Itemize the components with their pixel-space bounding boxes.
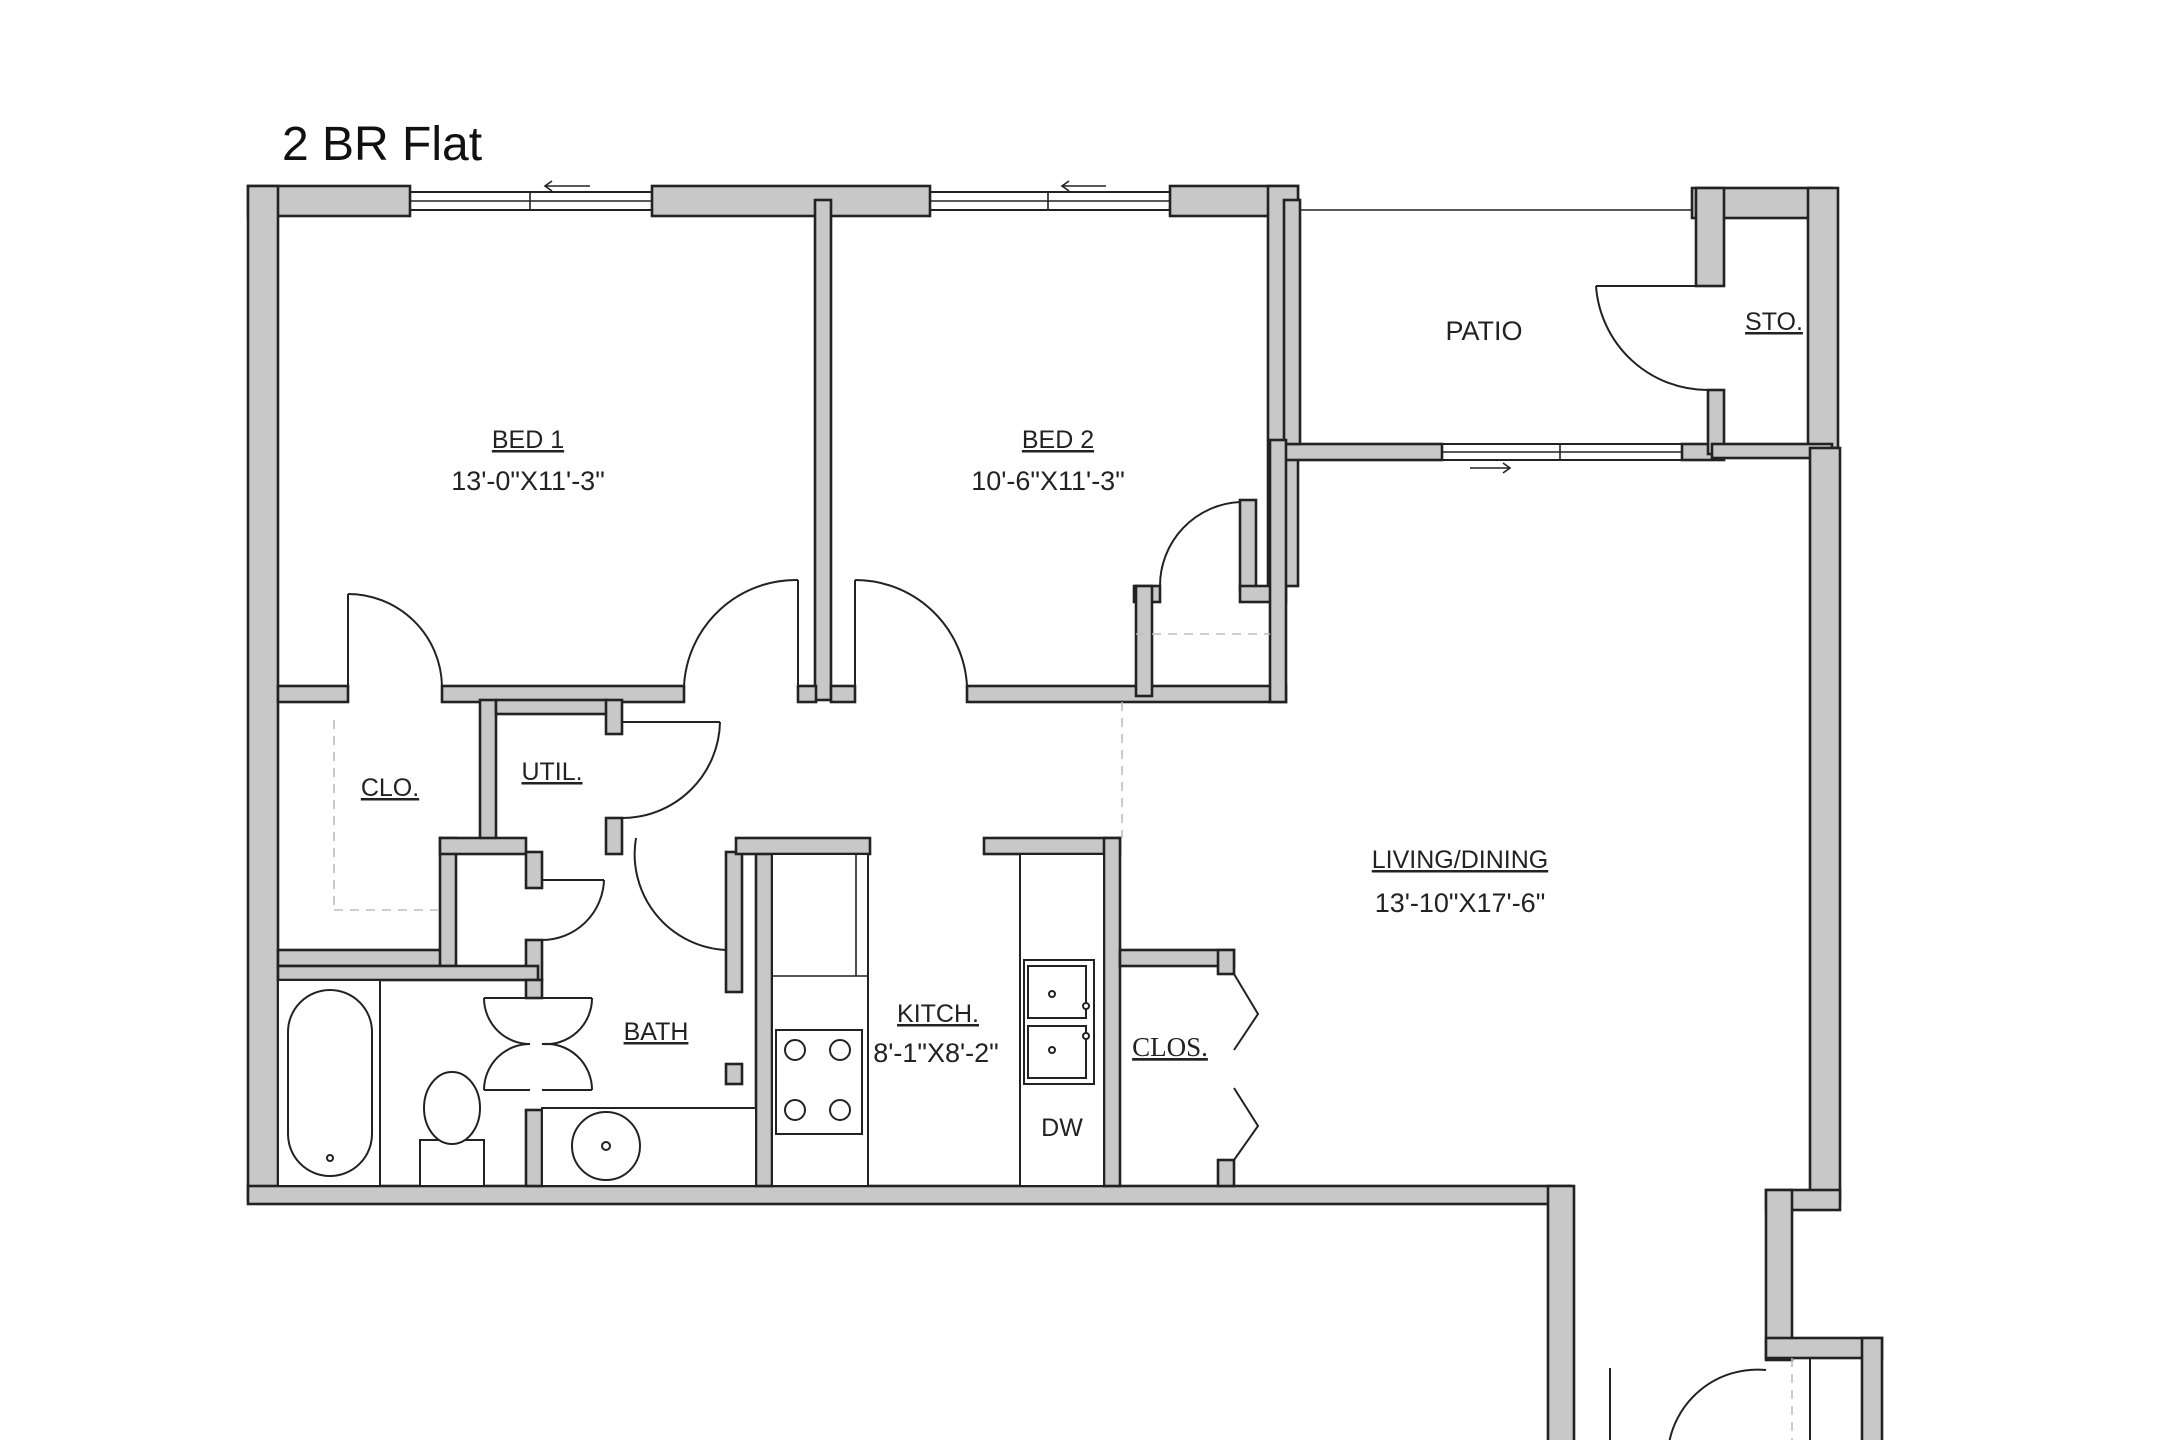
fixtures — [277, 853, 1105, 1187]
storage-label: STO. — [1745, 308, 1803, 336]
living-size: 13'-10"X17'-6" — [1375, 888, 1546, 918]
bed1-size: 13'-0"X11'-3" — [451, 466, 605, 496]
plan-title: 2 BR Flat — [282, 118, 482, 171]
windows — [409, 180, 1683, 474]
bed2-size: 10'-6"X11'-3" — [971, 466, 1125, 496]
kitchen-size: 8'-1"X8'-2" — [873, 1038, 999, 1068]
room-labels: BED 1 13'-0"X11'-3" BED 2 10'-6"X11'-3" … — [361, 308, 1803, 1142]
dishwasher-label: DW — [1041, 1114, 1083, 1142]
interior-walls — [276, 198, 1288, 1188]
utility-label: UTIL. — [521, 758, 582, 786]
closet-label: CLO. — [361, 774, 419, 802]
kitchen-label: KITCH. — [897, 1000, 979, 1028]
closet2-label: CLOS. — [1132, 1032, 1208, 1062]
bed1-label: BED 1 — [492, 426, 564, 454]
patio-left-wall — [1282, 198, 1302, 446]
patio-label: PATIO — [1445, 316, 1522, 346]
living-label: LIVING/DINING — [1372, 846, 1548, 874]
bed2-label: BED 2 — [1022, 426, 1094, 454]
bath-label: BATH — [624, 1018, 689, 1046]
doors — [347, 285, 1811, 1440]
